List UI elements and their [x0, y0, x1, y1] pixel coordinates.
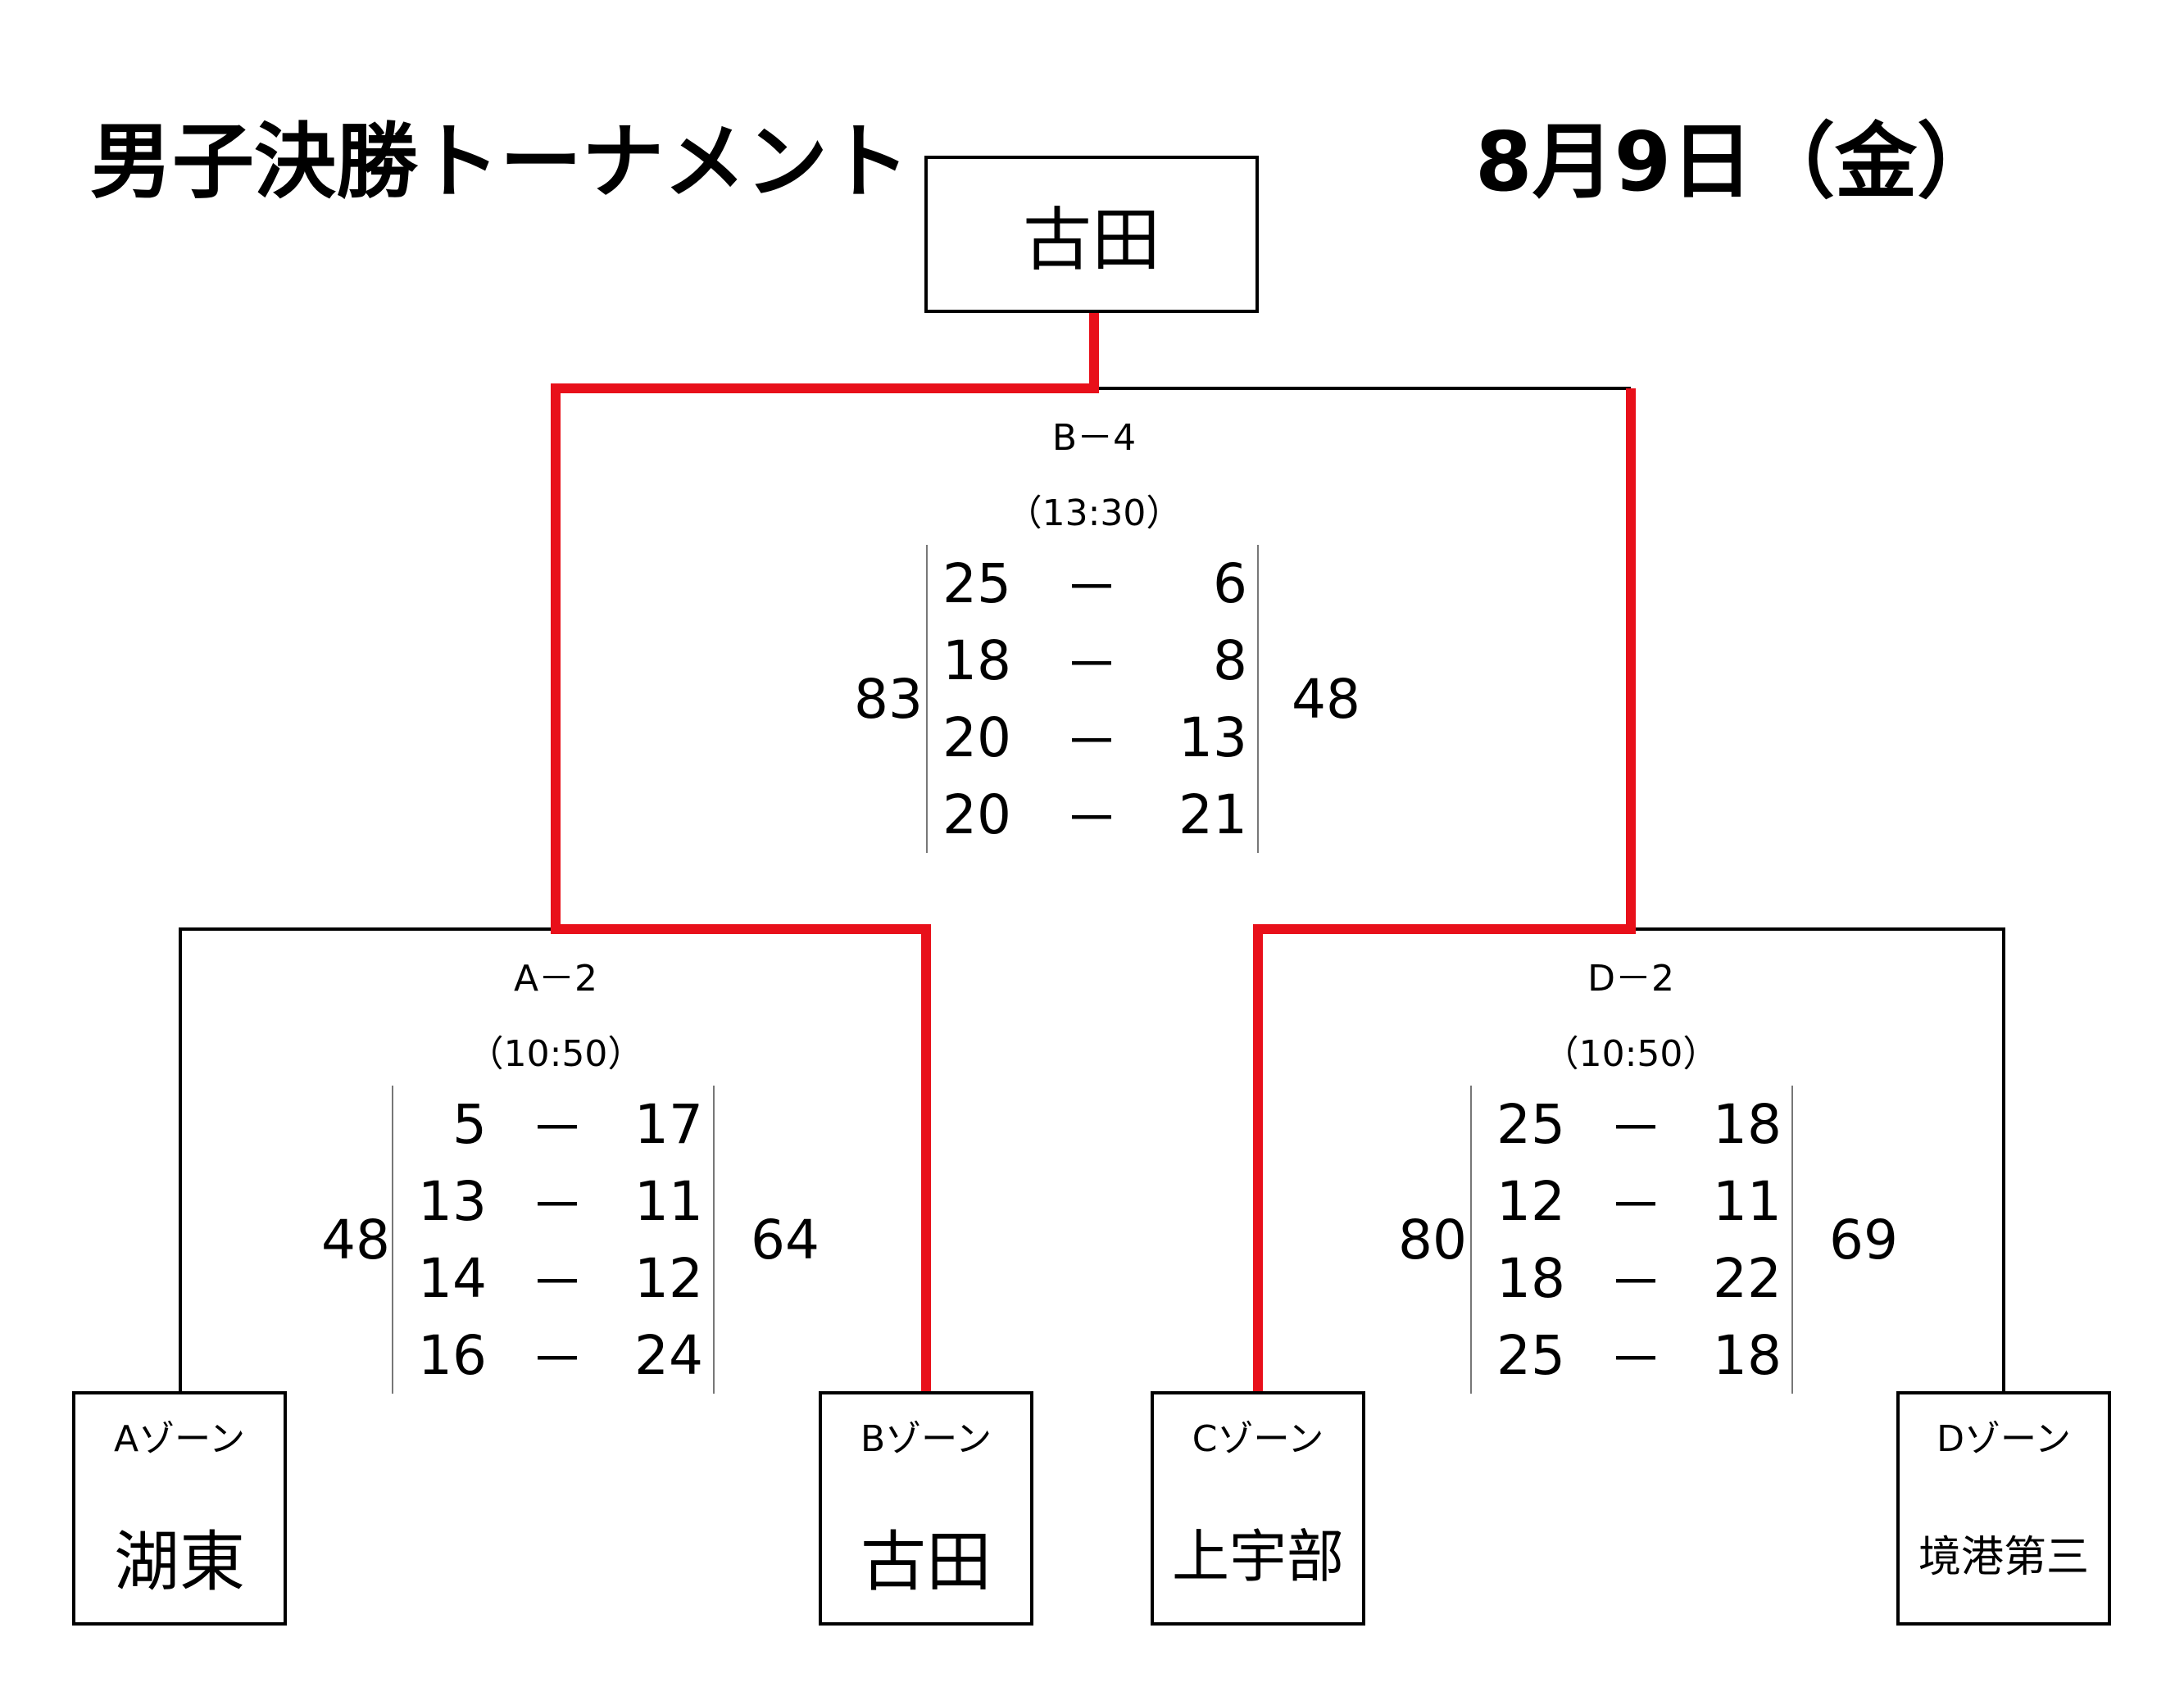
semi-right-match-time: （10:50）: [1542, 1033, 1719, 1075]
set-score-left: 25: [1496, 1092, 1565, 1156]
champion-name: 古田: [1022, 199, 1160, 280]
zone-label: Cゾーン: [1192, 1418, 1324, 1460]
final-score-table: 25 － 6 18 － 8 20 － 13 20 － 21: [926, 545, 1259, 853]
final-match-time: （13:30）: [1006, 492, 1183, 534]
set-row: 18 － 8: [928, 622, 1257, 699]
set-score-right: 11: [634, 1169, 703, 1233]
set-row: 25 － 6: [928, 545, 1257, 622]
set-dash: －: [530, 1174, 584, 1237]
set-score-right: 6: [1213, 551, 1247, 615]
team-name: 古田: [860, 1524, 992, 1600]
set-row: 5 － 17: [393, 1086, 713, 1163]
team-box-a: Aゾーン 湖東: [72, 1391, 287, 1626]
zone-label: Aゾーン: [114, 1418, 245, 1460]
team-name: 境港第三: [1918, 1533, 2089, 1582]
set-dash: －: [1065, 787, 1119, 850]
semi-right-score-table: 25 － 18 12 － 11 18 － 22 25 － 18: [1470, 1086, 1793, 1394]
set-dash: －: [1609, 1097, 1663, 1160]
set-score-left: 5: [452, 1092, 487, 1156]
set-score-left: 20: [942, 705, 1011, 769]
set-score-left: 25: [1496, 1323, 1565, 1387]
team-name: 湖東: [114, 1524, 245, 1600]
set-dash: －: [1065, 633, 1119, 696]
semi-right-total-right: 69: [1829, 1208, 1898, 1272]
set-dash: －: [1609, 1251, 1663, 1314]
set-score-right: 18: [1713, 1323, 1782, 1387]
set-score-left: 16: [418, 1323, 487, 1387]
set-score-right: 13: [1178, 705, 1247, 769]
final-total-left: 83: [854, 668, 923, 731]
semi-right-total-left: 80: [1398, 1208, 1467, 1272]
set-row: 12 － 11: [1472, 1163, 1791, 1240]
semi-right-match-code: D－2: [1587, 958, 1674, 1000]
final-total-right: 48: [1292, 668, 1360, 731]
set-dash: －: [530, 1097, 584, 1160]
team-box-b: Bゾーン 古田: [819, 1391, 1033, 1626]
set-row: 16 － 24: [393, 1317, 713, 1394]
set-dash: －: [1065, 710, 1119, 773]
set-dash: －: [530, 1251, 584, 1314]
set-score-left: 20: [942, 782, 1011, 846]
semi-left-total-right: 64: [751, 1208, 820, 1272]
bracket-line-d: [1631, 927, 2005, 1393]
zone-label: Dゾーン: [1937, 1418, 2071, 1460]
set-row: 13 － 11: [393, 1163, 713, 1240]
set-row: 25 － 18: [1472, 1317, 1791, 1394]
set-score-right: 8: [1213, 628, 1247, 692]
semi-left-score-table: 5 － 17 13 － 11 14 － 12 16 － 24: [392, 1086, 715, 1394]
set-dash: －: [530, 1328, 584, 1391]
bracket-line-a: [179, 927, 557, 1393]
page-title: 男子決勝トーナメント: [90, 114, 910, 210]
semi-left-match-time: （10:50）: [467, 1033, 644, 1075]
set-score-right: 17: [634, 1092, 703, 1156]
set-row: 20 － 13: [928, 699, 1257, 776]
set-score-left: 13: [418, 1169, 487, 1233]
set-row: 18 － 22: [1472, 1240, 1791, 1317]
final-match-code: B－4: [1051, 417, 1137, 459]
winner-line-b: [551, 311, 1099, 1393]
set-score-left: 18: [942, 628, 1011, 692]
semi-left-total-left: 48: [321, 1208, 390, 1272]
set-dash: －: [1065, 556, 1119, 619]
champion-box: 古田: [924, 156, 1259, 313]
set-score-right: 11: [1713, 1169, 1782, 1233]
set-score-right: 22: [1713, 1246, 1782, 1310]
set-score-right: 12: [634, 1246, 703, 1310]
set-row: 14 － 12: [393, 1240, 713, 1317]
set-row: 20 － 21: [928, 776, 1257, 853]
set-score-left: 14: [418, 1246, 487, 1310]
zone-label: Bゾーン: [860, 1418, 992, 1460]
match-date: 8月9日（金）: [1475, 114, 2000, 210]
semi-left-match-code: A－2: [513, 958, 598, 1000]
set-score-right: 24: [634, 1323, 703, 1387]
set-score-right: 18: [1713, 1092, 1782, 1156]
set-score-right: 21: [1178, 782, 1247, 846]
set-dash: －: [1609, 1328, 1663, 1391]
set-score-left: 18: [1496, 1246, 1565, 1310]
team-name: 上宇部: [1172, 1523, 1344, 1590]
set-row: 25 － 18: [1472, 1086, 1791, 1163]
team-box-c: Cゾーン 上宇部: [1151, 1391, 1365, 1626]
set-score-left: 25: [942, 551, 1011, 615]
set-score-left: 12: [1496, 1169, 1565, 1233]
team-box-d: Dゾーン 境港第三: [1896, 1391, 2111, 1626]
winner-line-c: [1253, 388, 1636, 1393]
set-dash: －: [1609, 1174, 1663, 1237]
